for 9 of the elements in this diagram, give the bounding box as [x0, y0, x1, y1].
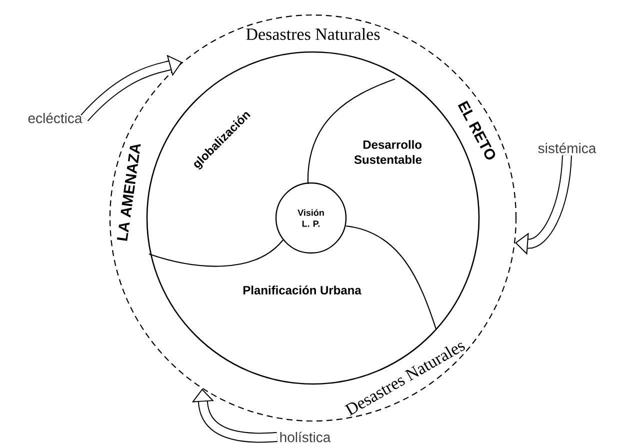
region-label: Planificación Urbana [243, 286, 362, 294]
region-label: Desarrollo Sustentable [354, 140, 422, 164]
hollow-arrow [515, 155, 572, 255]
text-label: sistémica [538, 142, 596, 154]
hollow-arrow [192, 388, 278, 443]
ring-text: LA AMENAZA [116, 144, 141, 241]
ring-text: Desastres Naturales [246, 28, 380, 40]
text-label: holística [280, 432, 331, 442]
text-label: ecléctica [28, 112, 82, 124]
